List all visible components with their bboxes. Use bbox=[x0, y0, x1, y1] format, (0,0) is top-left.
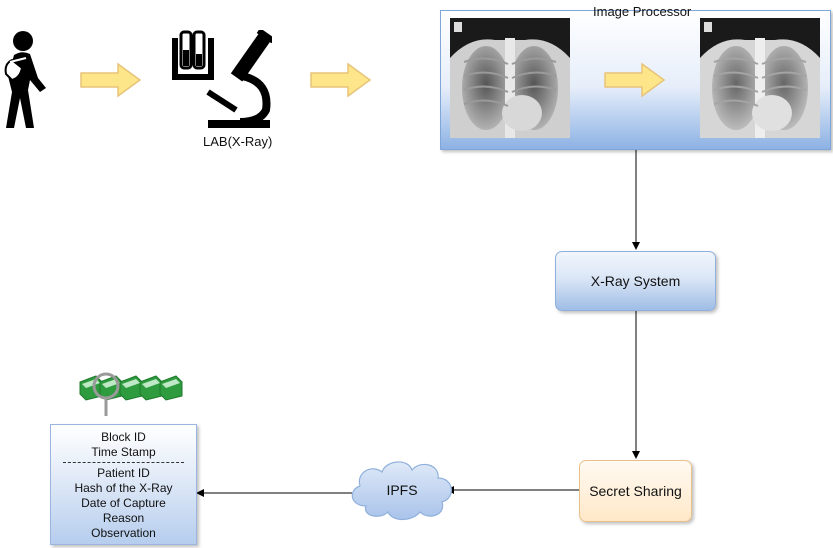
xray-image-original bbox=[450, 18, 570, 138]
xray-system-label: X-Ray System bbox=[590, 273, 681, 289]
flow-arrow-lab-to-processor bbox=[310, 62, 372, 98]
xray-image-icon bbox=[700, 18, 820, 138]
reason-field: Reason bbox=[102, 511, 145, 525]
block-record: Block ID Time Stamp Patient ID Hash of t… bbox=[50, 424, 197, 545]
capture-date-field: Date of Capture bbox=[81, 496, 166, 510]
flow-arrow-processing bbox=[604, 62, 666, 98]
patient-icon bbox=[4, 31, 46, 128]
blockchain-icon bbox=[79, 372, 183, 416]
block-id-field: Block ID bbox=[101, 430, 146, 444]
lab-label: LAB(X-Ray) bbox=[203, 134, 273, 149]
observation-field: Observation bbox=[91, 526, 156, 540]
patient-id-field: Patient ID bbox=[97, 466, 150, 480]
cloud-icon bbox=[351, 461, 452, 521]
flow-arrow-patient-to-lab bbox=[80, 62, 142, 98]
xray-image-processed bbox=[700, 18, 820, 138]
xray-hash-field: Hash of the X-Ray bbox=[74, 481, 173, 495]
xray-system-node: X-Ray System bbox=[555, 251, 716, 311]
image-processor-title: Image Processor bbox=[593, 4, 692, 19]
block-divider bbox=[63, 462, 184, 463]
xray-image-icon bbox=[450, 18, 570, 138]
secret-sharing-label: Secret Sharing bbox=[589, 483, 682, 499]
lab-equipment-icon bbox=[172, 30, 272, 128]
ipfs-label: IPFS bbox=[386, 482, 418, 498]
secret-sharing-node: Secret Sharing bbox=[579, 460, 692, 522]
timestamp-field: Time Stamp bbox=[91, 445, 156, 459]
